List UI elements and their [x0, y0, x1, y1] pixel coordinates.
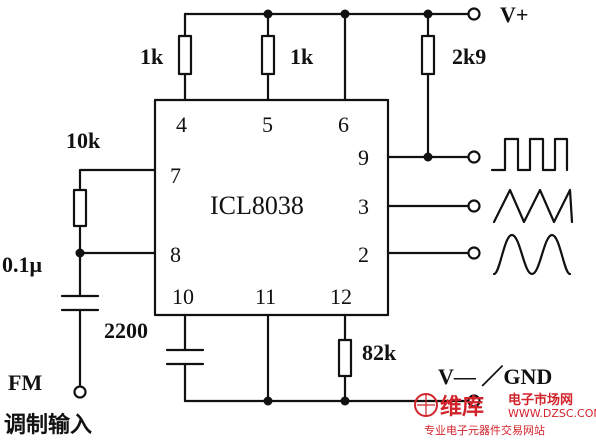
pin-4-number: 4: [176, 112, 187, 137]
junction-dot: [340, 9, 350, 19]
watermark-subtitle: 电子市场网: [508, 392, 573, 408]
output-terminal-square[interactable]: [467, 150, 481, 164]
watermark-logo: 维库 电子市场网 WWW.DZSC.COM 专业电子元器件交易网站: [414, 392, 596, 437]
wire-pin7: [78, 168, 157, 192]
watermark-tagline: 专业电子元器件交易网站: [424, 423, 545, 437]
junction-dot: [263, 9, 273, 19]
capacitor-pin8: [60, 294, 100, 312]
resistor-pin12-value: 82k: [362, 340, 397, 365]
pin-2-number: 2: [358, 242, 369, 267]
pin-7-number: 7: [170, 163, 181, 188]
wire-pin7-pin8: [78, 224, 157, 255]
vplus-terminal[interactable]: [467, 7, 481, 21]
resistor-pin9: [420, 34, 436, 76]
resistor-pin7-value: 10k: [66, 128, 101, 153]
resistor-pin9-value: 2k9: [452, 44, 486, 69]
vminus-label: V— ／GND: [438, 364, 552, 389]
watermark-brand: 维库: [440, 394, 484, 420]
resistor-pin4-value: 1k: [140, 44, 164, 69]
pin-8-number: 8: [170, 242, 181, 267]
square-wave-icon: [490, 137, 569, 172]
pin-3-number: 3: [358, 194, 369, 219]
junction-dot: [75, 248, 85, 258]
pin-11-number: 11: [255, 284, 276, 309]
capacitor-pin10: [165, 348, 205, 366]
pin-6-number: 6: [338, 112, 349, 137]
capacitor-pin8-value: 0.1μ: [2, 252, 43, 277]
watermark-url: WWW.DZSC.COM: [508, 407, 596, 420]
ic-body: [153, 98, 390, 317]
junction-dot: [340, 396, 350, 406]
pin-9-number: 9: [358, 145, 369, 170]
triangle-wave-icon: [492, 188, 574, 224]
output-terminal-sine[interactable]: [467, 246, 481, 260]
vminus-terminal[interactable]: [467, 394, 481, 408]
capacitor-pin10-value: 2200: [104, 318, 148, 343]
resistor-pin12: [337, 338, 353, 378]
vplus-label: V+: [500, 2, 528, 27]
fm-input-caption: 调制输入: [4, 412, 92, 438]
pin-12-number: 12: [330, 284, 352, 309]
output-terminal-triangle[interactable]: [467, 199, 481, 213]
fm-input-terminal[interactable]: [73, 385, 87, 399]
resistor-pin5-value: 1k: [290, 44, 314, 69]
resistor-pin5: [260, 34, 276, 76]
pin-10-number: 10: [172, 284, 194, 309]
pin-5-number: 5: [262, 112, 273, 137]
resistor-pin4: [177, 34, 193, 76]
fm-input-label: FM: [8, 370, 42, 395]
junction-dot: [263, 396, 273, 406]
junction-dot: [423, 152, 433, 162]
sine-wave-icon: [492, 233, 572, 276]
junction-dot: [423, 9, 433, 19]
resistor-pin7: [72, 188, 88, 228]
ic-name: ICL8038: [210, 191, 304, 220]
